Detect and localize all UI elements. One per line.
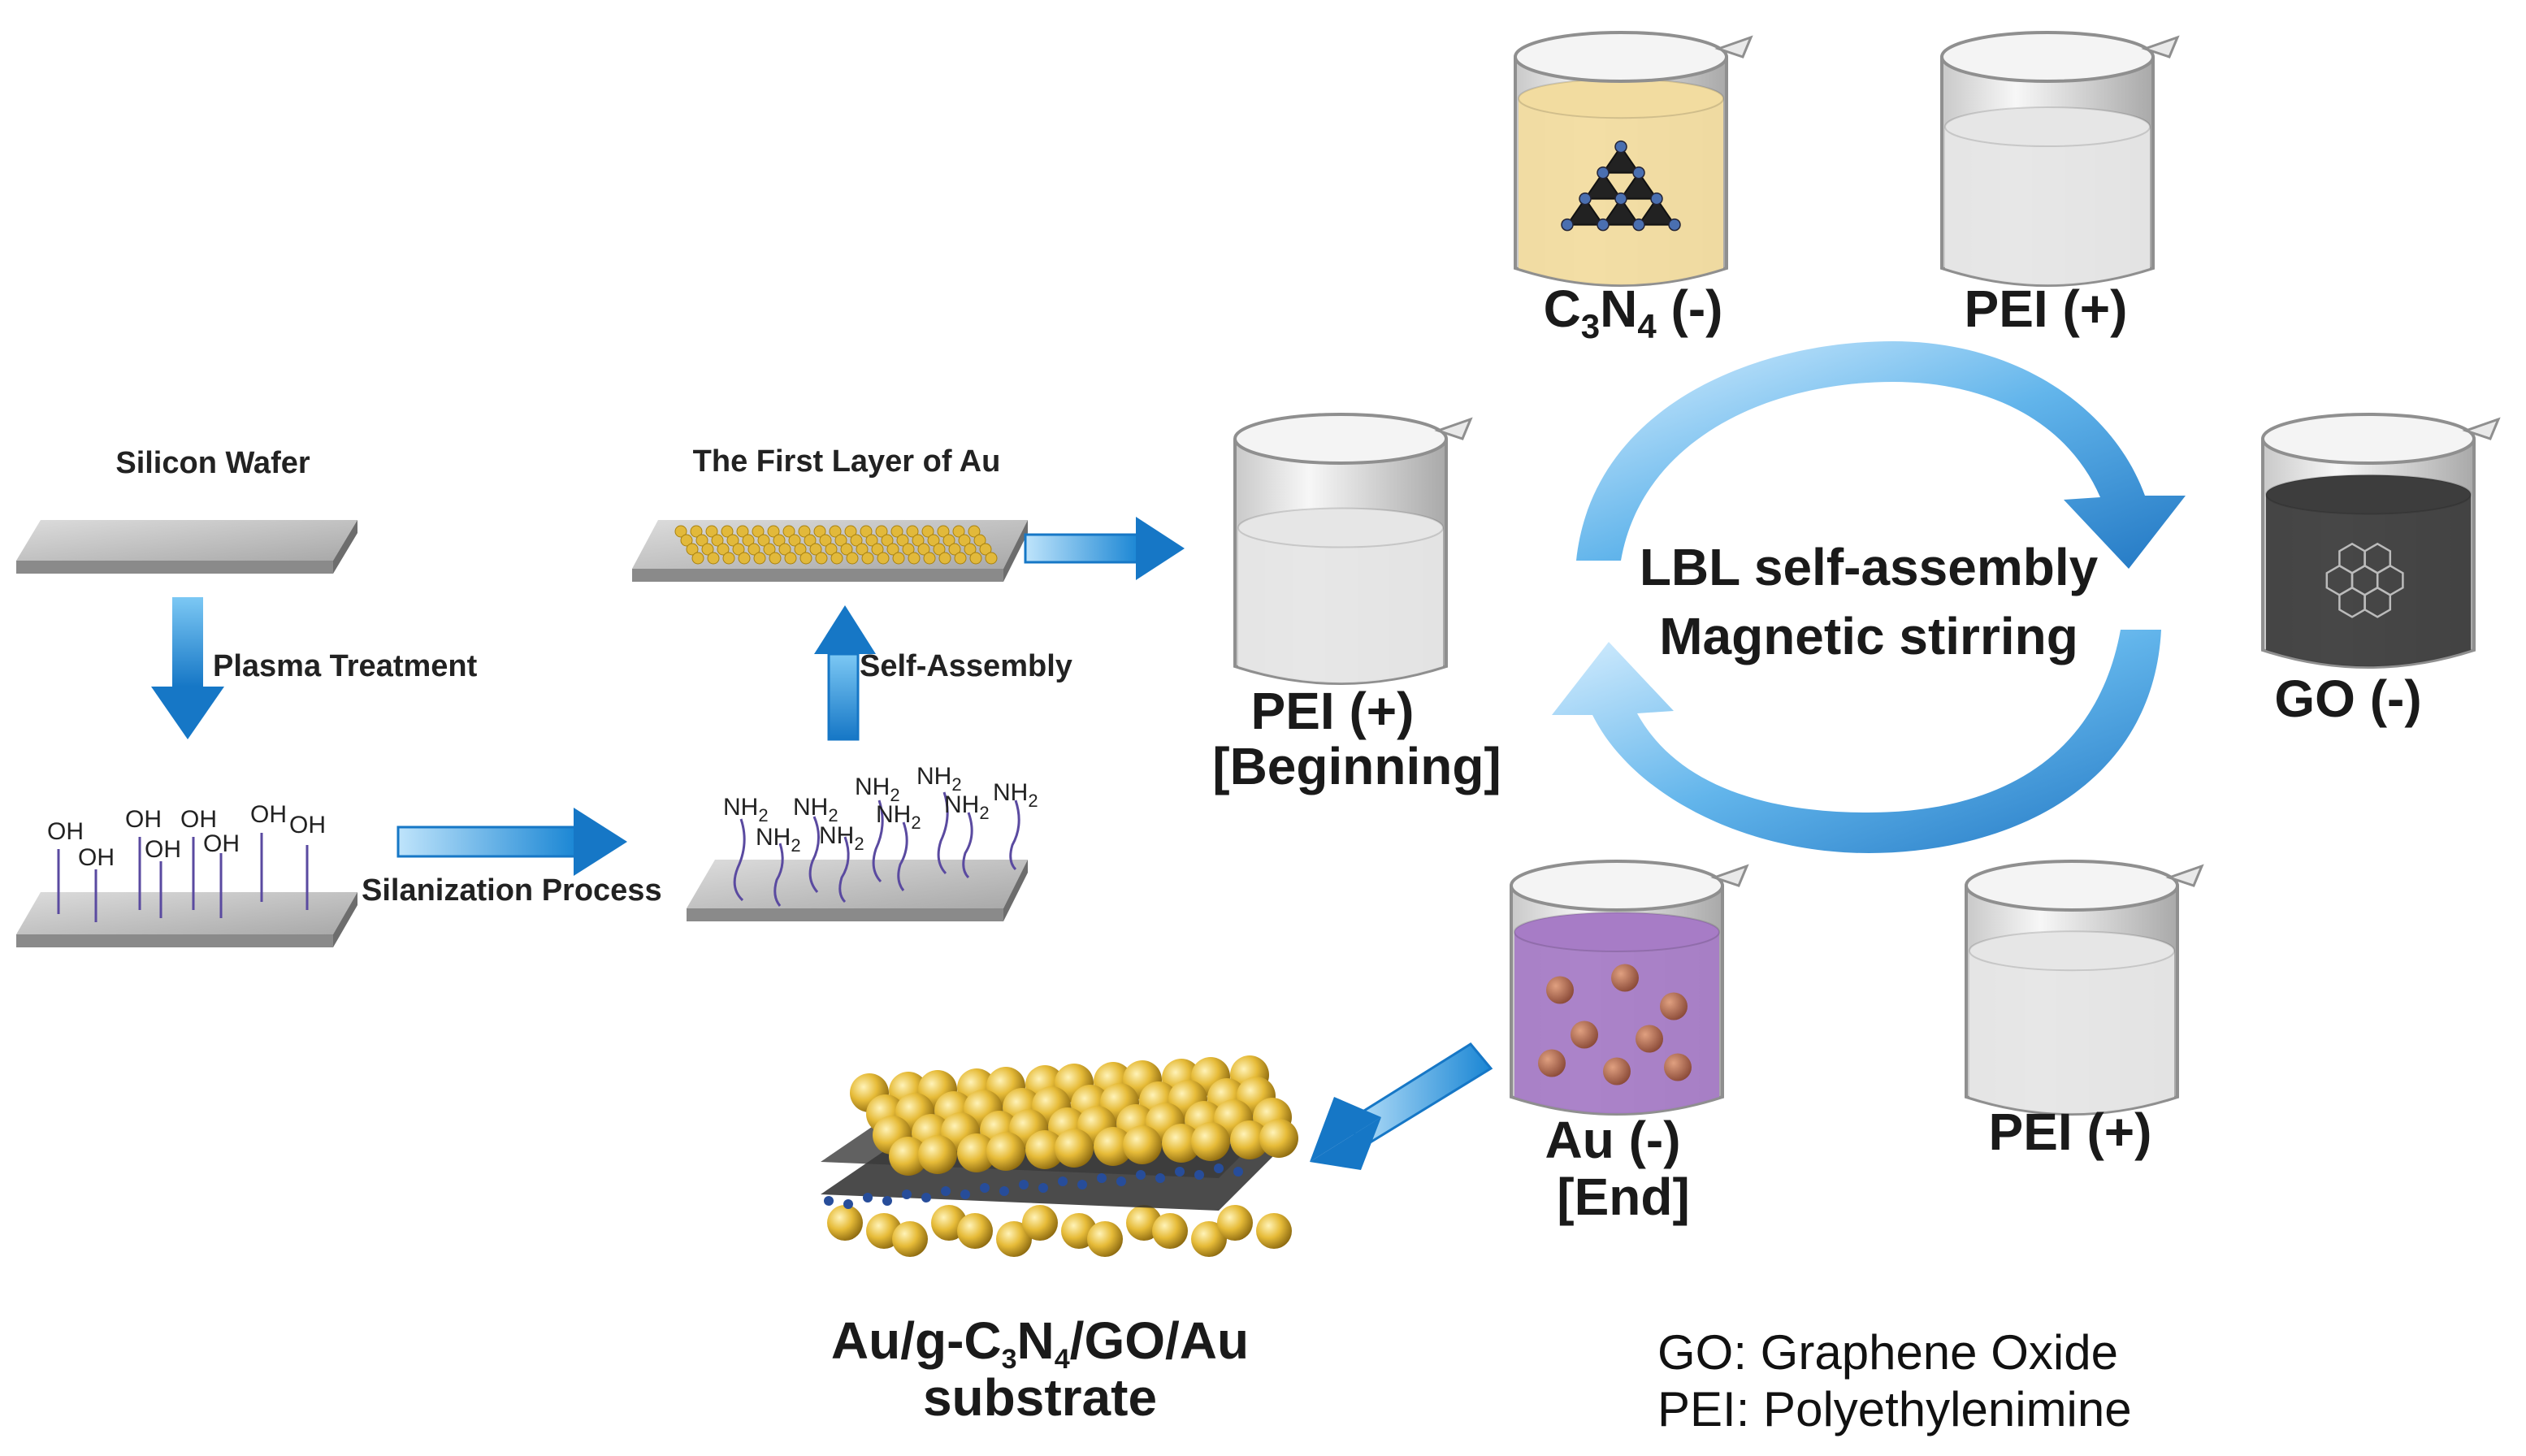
oh-label: OH [78,844,115,871]
au-line2: [End] [1557,1168,1690,1226]
legend-go: GO: Graphene Oxide [1657,1325,2118,1380]
legend-pei: PEI: Polyethylenimine [1657,1382,2132,1436]
cycle-line1: LBL self-assembly [1640,538,2099,596]
au-end-label: Au (-) [End] [1545,1111,1689,1226]
oh-label: OH [250,801,287,828]
beaker-go [2261,413,2501,669]
graphene-hexagon-icon [2325,542,2404,618]
silicon-wafer-plate [16,520,357,574]
oh-label: OH [180,806,217,833]
pei-bottom-label: PEI (+) [1989,1103,2152,1161]
silanization-arrow [396,808,627,876]
cycle-line2: Magnetic stirring [1659,607,2078,665]
oh-label: OH [289,812,326,838]
first-layer-label: The First Layer of Au [693,444,1001,479]
self-assembly-arrow [814,605,876,741]
au-nanoparticles-icon [1538,964,1692,1086]
to-substrate-arrow [1310,1042,1493,1170]
silanization-label: Silanization Process [362,873,662,908]
au-line1: Au (-) [1545,1111,1680,1169]
pei-beginning-line1: PEI (+) [1251,682,1415,740]
oh-wafer-plate [16,892,357,947]
self-assembly-label: Self-Assembly [860,649,1072,683]
nh2-label: NH2 [944,791,990,823]
oh-groups [57,833,309,922]
nh2-wafer-plate [687,860,1028,921]
beaker-au [1510,860,1749,1116]
pei-top-label: PEI (+) [1965,280,2128,338]
nh2-chains [733,791,1020,907]
nh2-labels: NH2 NH2 NH2 NH2 NH2 NH2 NH2 NH2 NH2 [723,763,1038,856]
beaker-c3n4 [1514,31,1753,287]
to-beaker-arrow [1024,517,1185,580]
beaker-pei-top [1940,31,2180,287]
beakers [1233,31,2501,1116]
pei-beginning-label: PEI (+) [Beginning] [1212,682,1501,795]
nh2-label: NH2 [819,822,864,854]
nh2-label: NH2 [876,801,921,833]
pei-beginning-line2: [Beginning] [1212,737,1501,795]
nh2-label: NH2 [993,779,1038,811]
beaker-pei-bottom [1965,860,2204,1116]
substrate-label-line2: substrate [923,1368,1157,1427]
au-gc3n4-go-au-substrate-model [821,1055,1298,1257]
plasma-arrow [151,597,224,739]
oh-label: OH [47,818,84,845]
nh2-label: NH2 [723,794,769,826]
nh2-label: NH2 [793,794,838,826]
beaker-pei-beginning [1233,413,1473,685]
au-nanoparticle-layer [674,525,998,565]
nh2-label: NH2 [855,774,900,805]
nh2-label: NH2 [916,763,962,795]
cycle-arrows [1552,341,2186,853]
oh-labels: OH OH OH OH OH OH OH OH [47,801,326,871]
c3n4-structure-icon [1561,140,1681,232]
go-label: GO (-) [2274,670,2421,728]
substrate-label-line1: Au/g-C3N4/GO/Au [831,1311,1249,1375]
oh-label: OH [125,806,162,833]
plasma-treatment-label: Plasma Treatment [213,649,478,683]
silicon-wafer-label: Silicon Wafer [115,446,310,480]
oh-label: OH [203,830,240,857]
nh2-label: NH2 [756,824,801,856]
c3n4-label: C3N4 (-) [1544,280,1723,345]
oh-label: OH [145,836,181,863]
